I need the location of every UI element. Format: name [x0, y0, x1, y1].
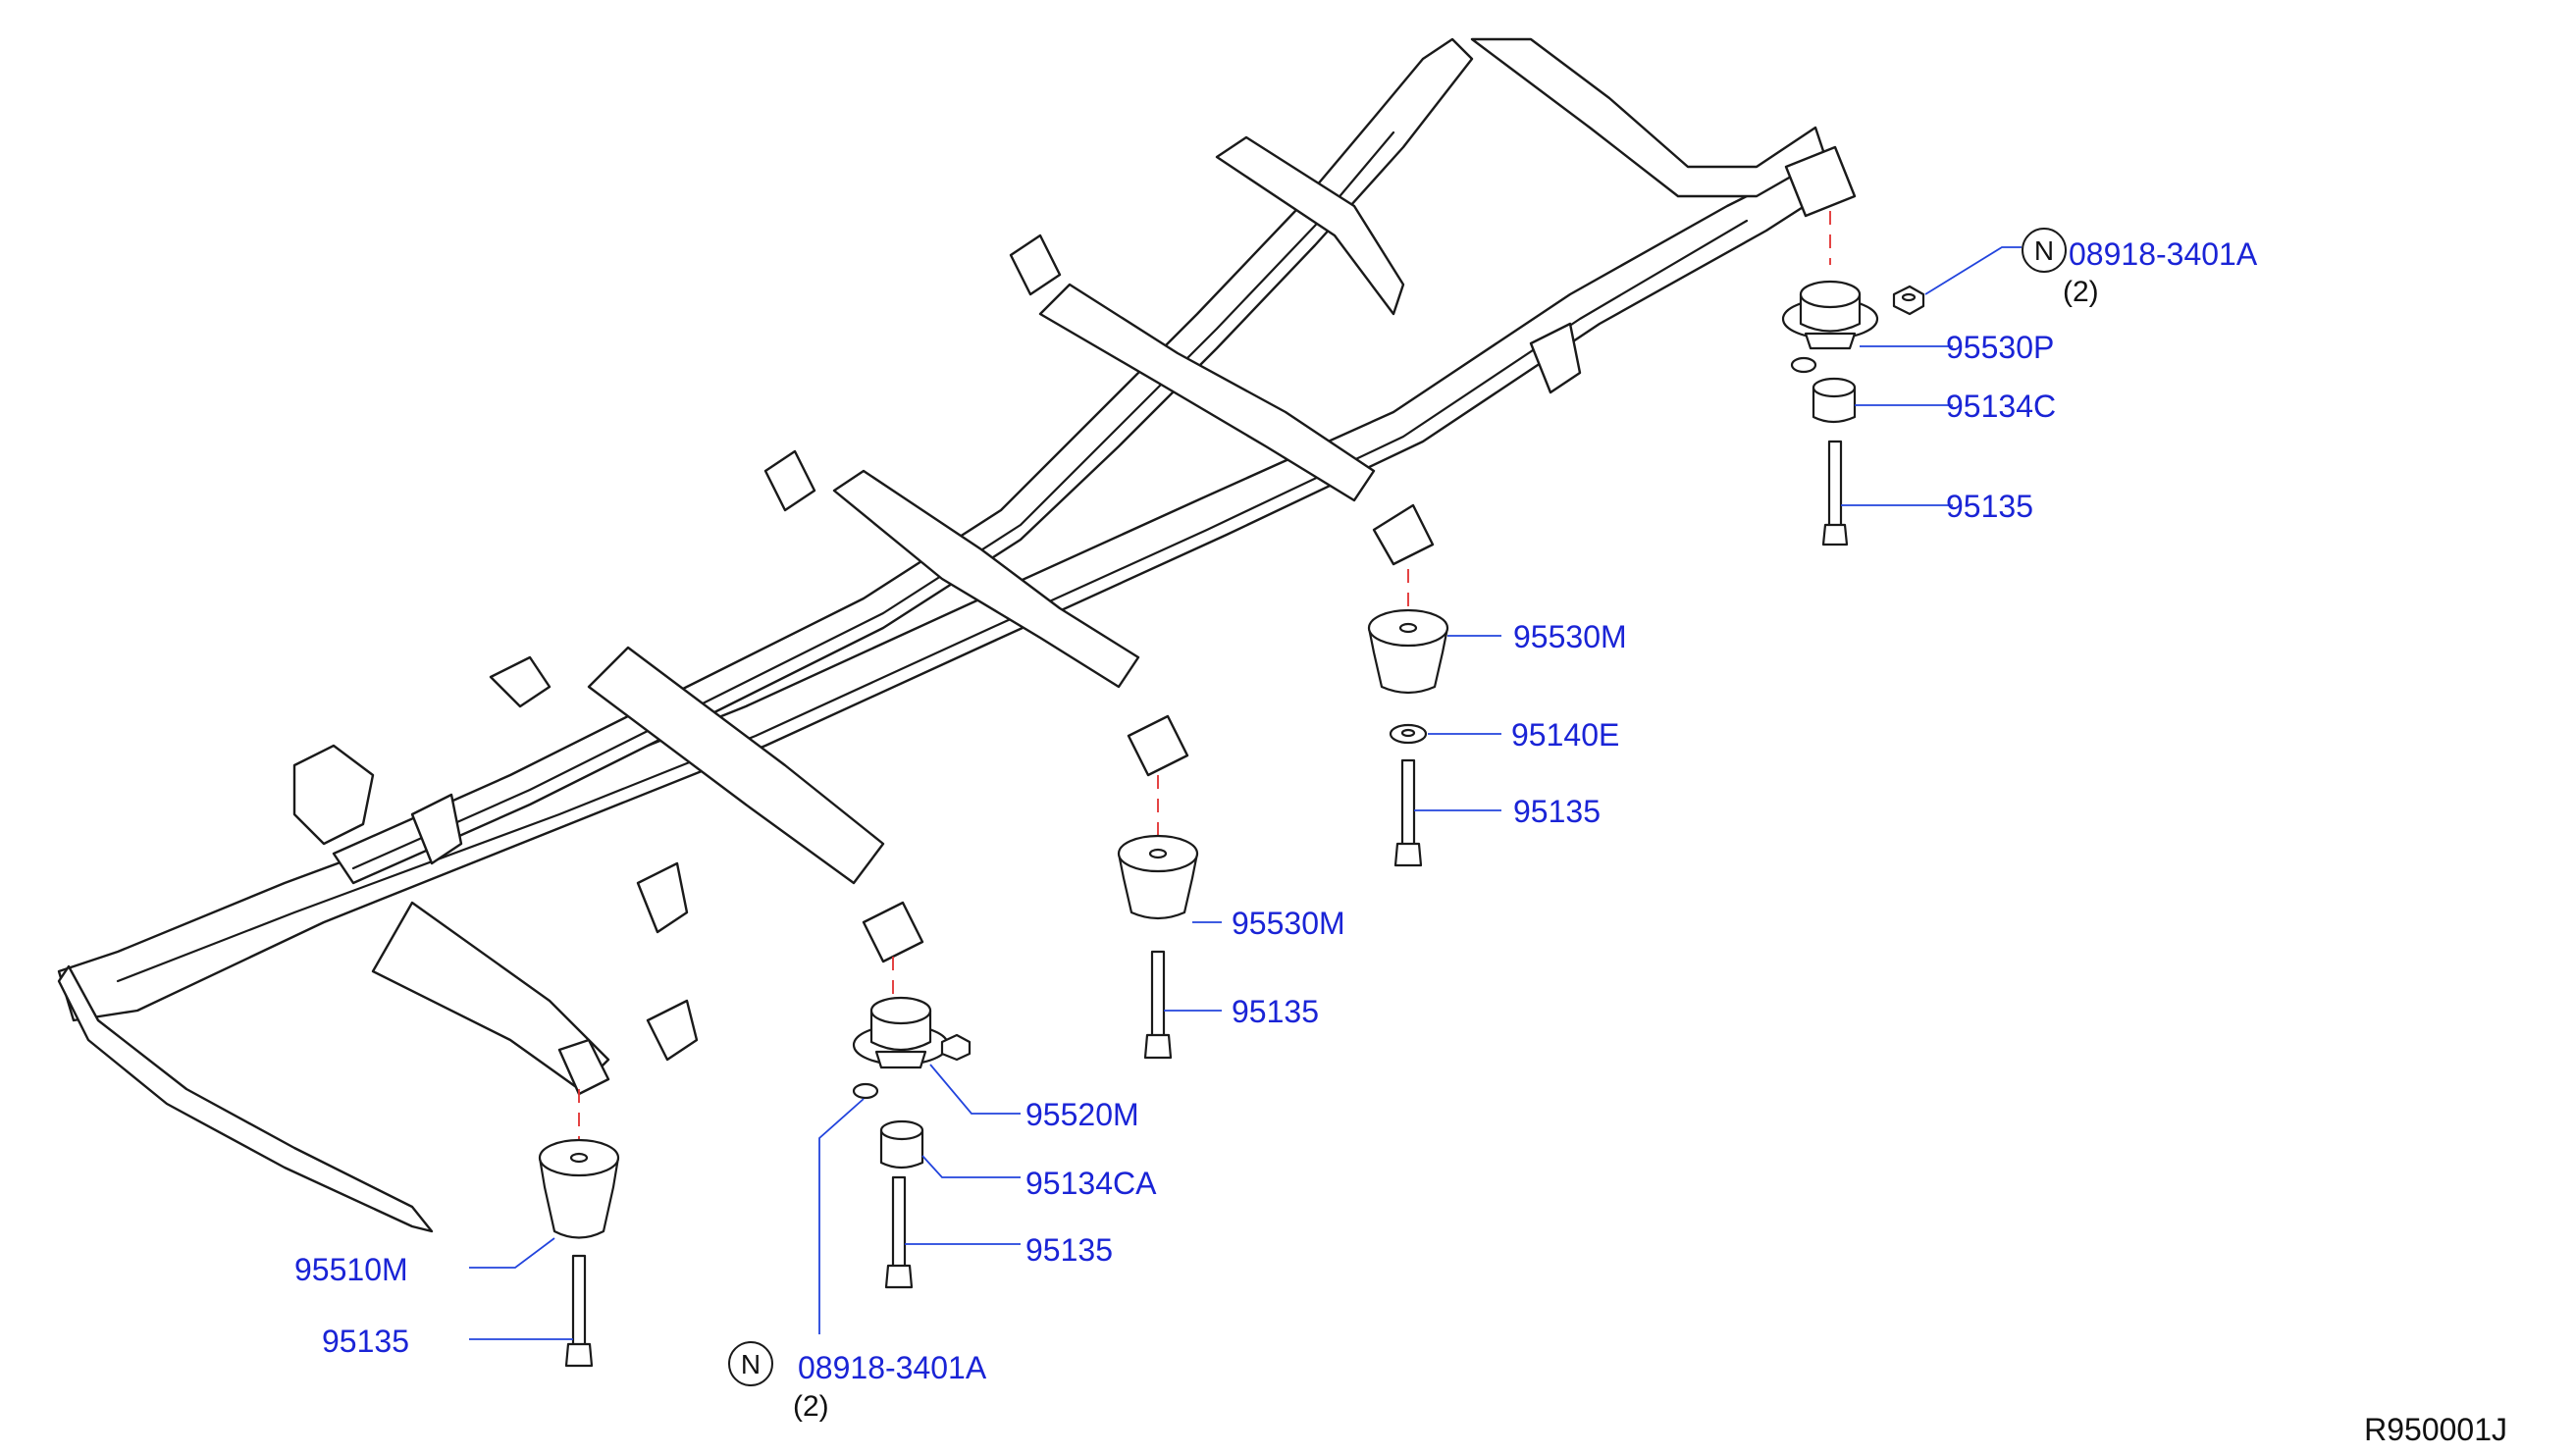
spacer-95134ca — [879, 1119, 924, 1170]
label-mount-front[interactable]: 95510M — [294, 1252, 408, 1287]
label-bolt-mid-rear[interactable]: 95135 — [1513, 794, 1601, 829]
bolt-rear — [1821, 440, 1849, 546]
vehicle-frame — [57, 37, 1857, 1233]
label-mount-rear[interactable]: 95530P — [1946, 330, 2054, 365]
bolt-front — [564, 1254, 594, 1368]
body-mount-95510m — [538, 1138, 620, 1239]
washer-front-mid — [852, 1082, 879, 1100]
nut-marker-front-letter: N — [741, 1349, 761, 1379]
body-mount-95530p — [1781, 280, 1879, 350]
crossmember-5 — [1215, 135, 1405, 316]
diagram-reference-code: R950001J — [2364, 1412, 2507, 1447]
crossmember-3 — [832, 469, 1140, 689]
mount-group-front-mid — [818, 996, 1021, 1334]
label-mount-mid-rear[interactable]: 95530M — [1513, 619, 1627, 654]
nut-front-mid — [940, 1033, 972, 1062]
label-bolt-rear[interactable]: 95135 — [1946, 489, 2033, 524]
washer-95140e — [1389, 723, 1428, 745]
mount-group-mid — [1117, 834, 1222, 1060]
mount-group-rear — [1781, 246, 2022, 546]
crossmember-4 — [1038, 283, 1376, 502]
bolt-mid — [1143, 950, 1173, 1060]
label-nut-rear[interactable]: 08918-3401A — [2069, 236, 2258, 272]
mount-centerlines — [578, 211, 1831, 1148]
body-mount-95520m — [852, 996, 950, 1069]
crossmember-1 — [371, 901, 610, 1091]
nut-marker-front: N — [728, 1341, 773, 1386]
label-mount-mid[interactable]: 95530M — [1232, 906, 1345, 941]
crossmember-2 — [587, 646, 885, 885]
mount-group-front — [469, 1138, 620, 1368]
label-washer-mid-rear[interactable]: 95140E — [1511, 717, 1619, 753]
label-bolt-front-mid[interactable]: 95135 — [1025, 1232, 1113, 1268]
washer-rear — [1790, 356, 1817, 374]
spacer-95134c — [1812, 377, 1857, 424]
bolt-front-mid — [884, 1175, 914, 1289]
body-mount-95530m-a — [1367, 608, 1449, 695]
label-nut-front[interactable]: 08918-3401A — [798, 1350, 987, 1385]
label-nut-front-qty: (2) — [793, 1390, 829, 1423]
label-bolt-front[interactable]: 95135 — [322, 1324, 409, 1359]
label-spacer-rear[interactable]: 95134C — [1946, 389, 2056, 424]
label-mount-front-mid[interactable]: 95520M — [1025, 1097, 1139, 1132]
side-rail-near — [57, 160, 1837, 1022]
body-mount-95530m-b — [1117, 834, 1199, 920]
nut-marker-rear: N — [2022, 228, 2067, 273]
label-nut-rear-qty: (2) — [2063, 276, 2099, 308]
label-spacer-front-mid[interactable]: 95134CA — [1025, 1166, 1157, 1201]
mount-group-mid-rear — [1367, 608, 1501, 867]
front-crossmember — [57, 964, 434, 1233]
nut-rear — [1892, 285, 1925, 316]
nut-marker-rear-letter: N — [2034, 235, 2054, 266]
label-bolt-mid[interactable]: 95135 — [1232, 994, 1319, 1029]
bolt-mid-rear — [1393, 758, 1423, 867]
